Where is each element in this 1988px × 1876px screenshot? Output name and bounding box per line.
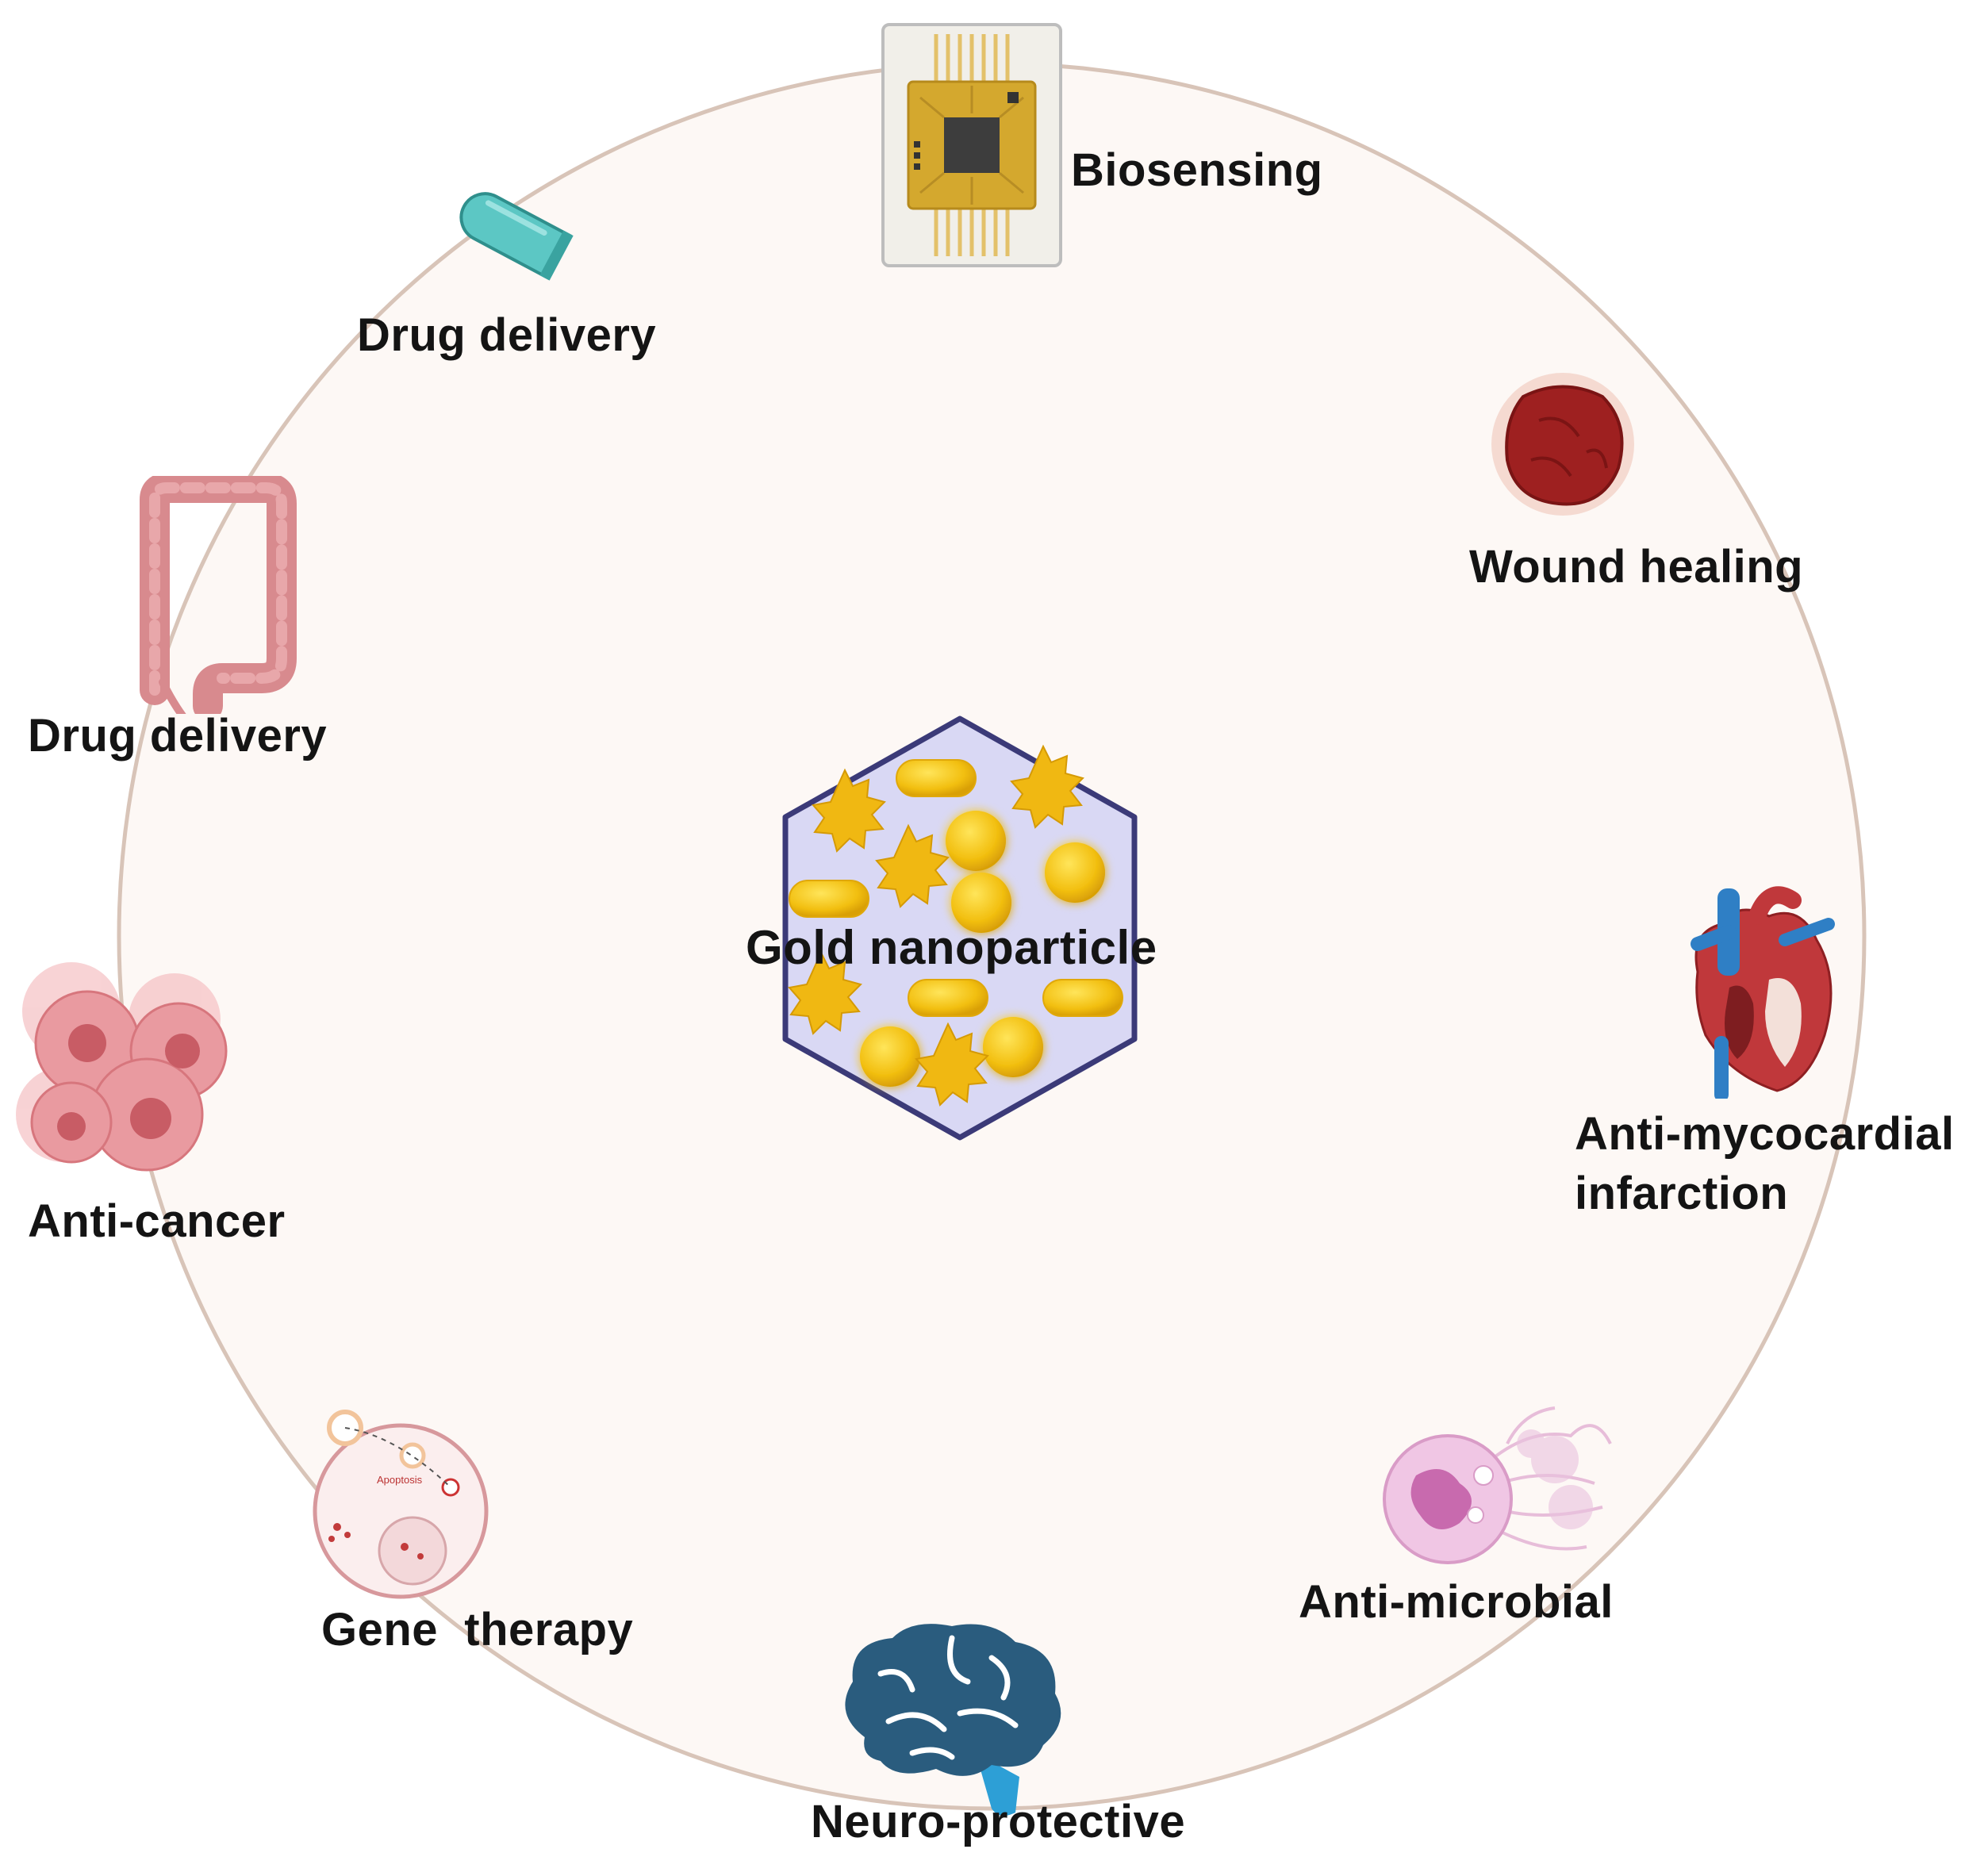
apoptosis-text: Apoptosis — [377, 1474, 423, 1486]
wound-healing-label: Wound healing — [1469, 541, 1804, 593]
wound-icon — [1491, 373, 1634, 516]
colon-icon — [140, 476, 297, 714]
drug-delivery-capsule-label: Drug delivery — [357, 309, 657, 361]
cell-gene-therapy-icon: Apoptosis — [313, 1410, 489, 1599]
microbe-icon — [1383, 1406, 1612, 1564]
anti-mi-label-line1: Anti-mycocardial — [1575, 1108, 1955, 1160]
biosensor-chip-icon — [881, 23, 1062, 267]
heart-icon — [1691, 886, 1835, 1099]
anti-cancer-label: Anti-cancer — [28, 1195, 286, 1247]
anti-mi-label-line2: infarction — [1575, 1168, 1789, 1219]
drug-delivery-colon-label: Drug delivery — [28, 710, 328, 762]
gene-therapy-label: Gene therapy — [321, 1604, 634, 1655]
biosensing-label: Biosensing — [1071, 144, 1323, 196]
capsule-icon — [459, 192, 574, 281]
neuro-protective-label: Neuro-protective — [811, 1796, 1186, 1847]
anti-microbial-label: Anti-microbial — [1299, 1576, 1614, 1628]
brain-icon — [845, 1624, 1061, 1816]
center-label: Gold nanoparticle — [746, 921, 1157, 974]
gold-nanoparticle-hexagon-icon — [782, 715, 1138, 1141]
cancer-cells-icon — [16, 962, 228, 1172]
